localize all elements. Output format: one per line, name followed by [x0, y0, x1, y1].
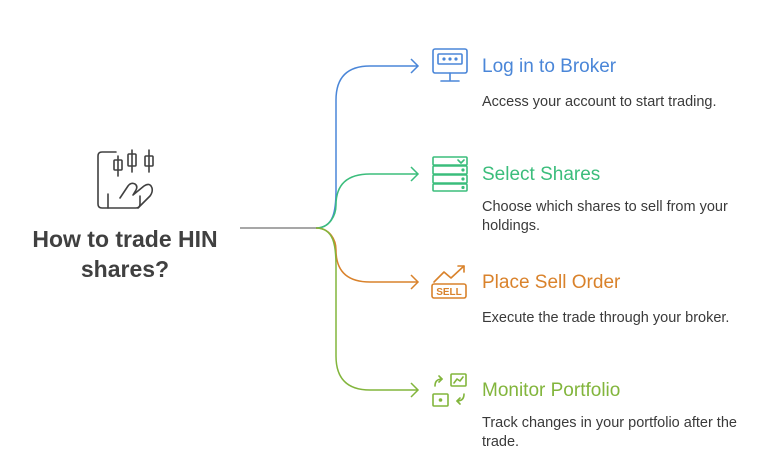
central-title-line1: How to trade HIN [32, 226, 218, 252]
connector-select-shares [315, 173, 418, 229]
computer-monitor-icon [432, 48, 468, 82]
svg-text:SELL: SELL [436, 287, 462, 298]
arrowhead-monitor [410, 382, 420, 398]
step-title-log-in: Log in to Broker [482, 56, 617, 77]
central-title-line2: shares? [80, 256, 170, 282]
monitor-exchange-icon [432, 373, 467, 407]
step-title-monitor: Monitor Portfolio [482, 380, 621, 401]
arrowhead-place-sell [410, 274, 420, 290]
arrowhead-select-shares [410, 166, 420, 182]
arrowhead-log-in [410, 58, 420, 74]
server-list-icon [432, 156, 468, 192]
connector-monitor [315, 227, 418, 391]
step-desc-place-sell: Execute the trade through your broker. [482, 310, 730, 326]
central-question: How to trade HIN shares? [20, 224, 230, 284]
step-title-select-shares: Select Shares [482, 164, 601, 185]
step-desc-monitor: Track changes in your portfolio after th… [482, 415, 737, 450]
sell-sign-trend-icon: SELL [431, 265, 467, 299]
step-desc-log-in: Access your account to start trading. [482, 94, 717, 110]
tablet-candlestick-chart-icon [97, 149, 154, 209]
step-desc-select-shares: Choose which shares to sell from your ho… [482, 199, 728, 234]
connector-log-in [315, 65, 418, 229]
step-title-place-sell: Place Sell Order [482, 272, 621, 293]
